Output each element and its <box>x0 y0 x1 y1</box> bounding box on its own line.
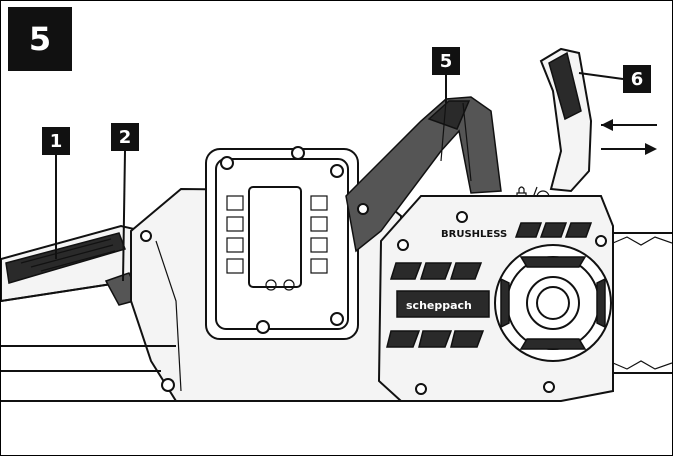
battery-pack <box>205 146 359 340</box>
left-right-arrows-icon <box>601 119 657 155</box>
callout-6-chain-brake-lever: 6 <box>623 65 651 93</box>
callout-1-rear-handle: 1 <box>42 127 70 155</box>
brushless-label: BRUSHLESS <box>441 229 507 240</box>
callout-5-front-handle: 5 <box>432 47 460 75</box>
brand-logo-plate <box>396 290 490 318</box>
figure-number-badge: 5 <box>8 7 72 71</box>
chain-tension-knob <box>494 244 612 362</box>
callout-leader-lines <box>55 72 624 282</box>
brand-logo-text: scheppach <box>406 299 472 312</box>
callout-2-throttle-trigger: 2 <box>111 123 139 151</box>
chain-brake-lever <box>539 47 593 193</box>
guide-bar <box>612 232 672 374</box>
front-handle <box>345 96 502 253</box>
